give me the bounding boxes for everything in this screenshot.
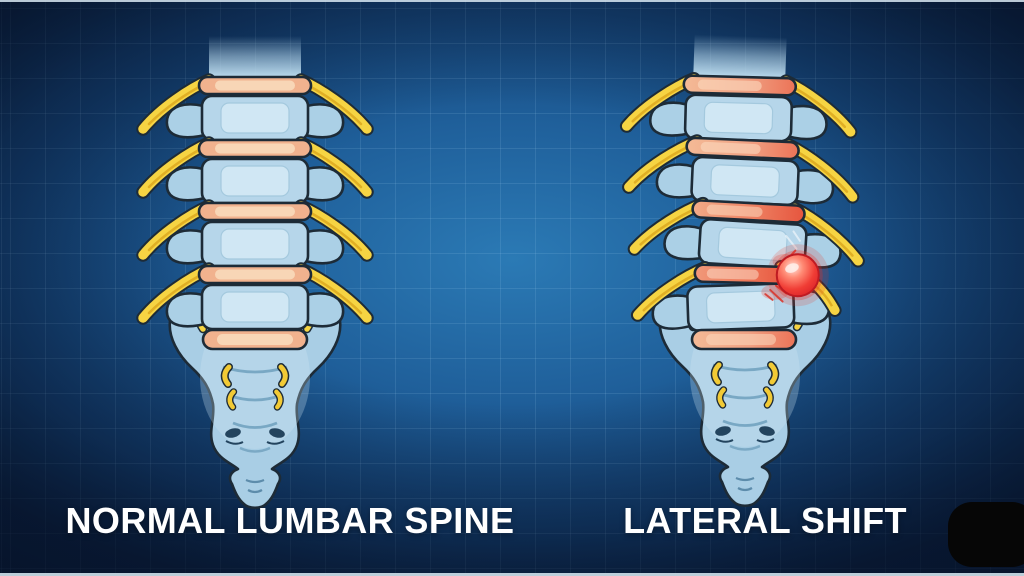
- normal-spine-label: NORMAL LUMBAR SPINE: [65, 500, 515, 541]
- irritated-disc: [691, 199, 806, 224]
- vertebra-l5: [200, 283, 310, 331]
- irritated-disc: [682, 74, 798, 97]
- irritated-disc: [685, 136, 800, 161]
- vertebra: [683, 93, 794, 143]
- vertebra: [200, 220, 310, 268]
- top-edge-strip: [0, 0, 1024, 2]
- vertebra: [200, 157, 310, 205]
- spine-level-1: [143, 75, 367, 142]
- fading-top-vertebra: [209, 36, 301, 77]
- spine-level-3: [634, 199, 860, 271]
- vertebra: [200, 94, 310, 142]
- herniated-disc-bulge: [775, 253, 820, 298]
- lateral-shift-label: LATERAL SHIFT: [623, 500, 907, 541]
- lumbosacral-disc: [201, 328, 309, 351]
- intervertebral-disc: [197, 75, 313, 96]
- bottom-edge-strip: [0, 573, 1024, 576]
- spine-level-2: [143, 138, 367, 205]
- vertebra: [689, 155, 801, 207]
- fading-top-vertebra: [693, 34, 787, 79]
- intervertebral-disc: [197, 264, 313, 285]
- intervertebral-disc: [197, 138, 313, 159]
- lateral-shift-spine-illustration: [627, 34, 861, 505]
- inflamed-lumbosacral-disc: [690, 328, 798, 351]
- spine-level-4: [143, 264, 367, 331]
- corner-badge: [948, 502, 1024, 567]
- spine-level-1: [627, 74, 852, 143]
- spine-level-3: [143, 201, 367, 268]
- normal-spine-illustration: [143, 36, 367, 508]
- spine-level-2: [629, 136, 855, 207]
- intervertebral-disc: [197, 201, 313, 222]
